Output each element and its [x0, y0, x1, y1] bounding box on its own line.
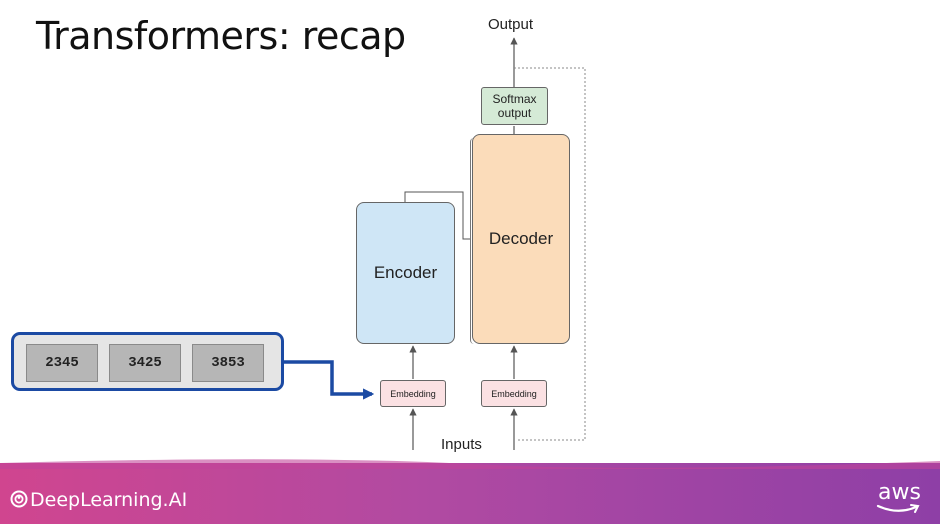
feedback-loop-dotted	[514, 67, 586, 441]
footer-bar	[0, 463, 940, 524]
decoder-label: Decoder	[488, 229, 554, 248]
aws-smile-icon	[876, 504, 920, 513]
output-label: Output	[488, 16, 534, 33]
inputs-label: Inputs	[441, 436, 482, 453]
footer-wave	[0, 459, 940, 469]
connector-lines	[284, 37, 586, 450]
encoder-to-decoder-connector	[404, 191, 471, 240]
decoder-embedding-block: Embedding	[481, 380, 547, 407]
decoder-stack-edge	[470, 138, 474, 344]
encoder-embedding-block: Embedding	[380, 380, 446, 407]
deeplearning-logo-icon	[10, 490, 28, 508]
softmax-output-block: Softmax output	[481, 87, 548, 125]
encoder-block: Encoder	[356, 202, 455, 344]
aws-logo-text: aws	[878, 480, 921, 505]
slide-title: Transformers: recap	[36, 14, 406, 58]
brand-name: DeepLearning.AI	[30, 489, 188, 511]
decoder-block: Decoder	[472, 134, 570, 344]
encoder-label: Encoder	[373, 263, 438, 282]
token-id: 2345	[26, 344, 98, 382]
token-to-embedding-arrow	[284, 360, 375, 400]
token-id: 3425	[109, 344, 181, 382]
token-id: 3853	[192, 344, 264, 382]
